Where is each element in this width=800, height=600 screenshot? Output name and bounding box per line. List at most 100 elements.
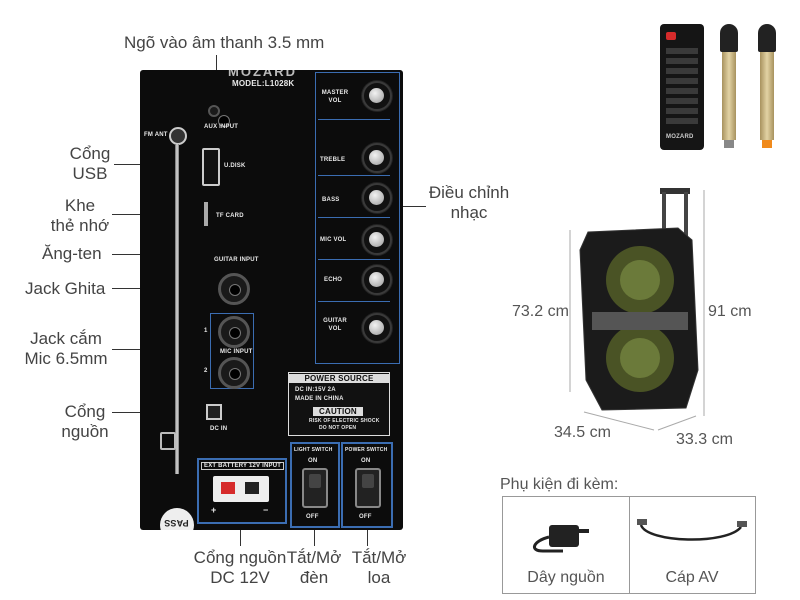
mic-gold-body	[722, 52, 736, 140]
fm-label: FM ANT	[144, 132, 168, 138]
callout-usb-line2: USB	[72, 164, 108, 183]
mic1-label: 1	[204, 328, 208, 334]
callout-power: Cổng nguồn	[60, 402, 110, 442]
mic-jack-1[interactable]	[218, 316, 250, 348]
mic-input-label: MIC INPUT	[220, 349, 253, 355]
callout-memory: Khe thẻ nhớ	[48, 196, 112, 236]
dc-spec: DC IN:15V 2A	[295, 387, 336, 393]
aux-label: AUX INPUT	[204, 124, 239, 130]
callout-music-line	[400, 206, 426, 207]
pass-label: PASS	[164, 518, 189, 528]
av-cable-icon	[637, 519, 747, 541]
callout-aux: Ngõ vào âm thanh 3.5 mm	[124, 33, 325, 52]
callout-power-line1: Cổng	[64, 402, 106, 421]
bass-knob[interactable]	[362, 183, 392, 213]
control-label-treble: TREBLE	[320, 157, 346, 163]
control-mic-vol: MIC VOL	[318, 219, 392, 260]
antenna-tip	[160, 432, 176, 450]
callout-speaker-line2: loa	[367, 568, 391, 587]
panel-brand: MOZARD	[228, 70, 298, 79]
control-bass: BASS	[318, 177, 392, 218]
ext-battery-box: EXT BATTERY 12V INPUT + −	[197, 458, 287, 524]
mic-vol-knob[interactable]	[362, 225, 392, 255]
power-source-box: POWER SOURCE DC IN:15V 2A MADE IN CHINA …	[288, 372, 390, 436]
remote-power-button	[666, 32, 676, 40]
wireless-mic-gold	[720, 24, 738, 148]
power-off-label: OFF	[359, 514, 372, 520]
remote-brand: MOZARD	[666, 134, 694, 140]
made-in: MADE IN CHINA	[295, 396, 344, 402]
dim-width: 34.5 cm	[554, 424, 611, 441]
fm-antenna-knob[interactable]	[169, 127, 187, 145]
mic-jack-2[interactable]	[218, 357, 250, 389]
callout-dc-line2: DC 12V	[210, 568, 270, 587]
accessory-divider	[629, 497, 630, 593]
callout-antenna: Ăng-ten	[42, 244, 102, 263]
callout-mic-line2: Mic 6.5mm	[24, 349, 108, 368]
tf-label: TF CARD	[216, 213, 244, 219]
echo-knob[interactable]	[362, 265, 392, 295]
control-label-echo: ECHO	[324, 277, 343, 283]
callout-light: Tắt/Mở đèn	[282, 548, 346, 588]
battery-terminal-black[interactable]	[245, 482, 259, 494]
guitar-jack[interactable]	[218, 273, 250, 305]
light-switch-box: LIGHT SWITCH ON OFF	[290, 442, 340, 528]
callout-power-line2: nguồn	[61, 422, 109, 441]
remote-control: MOZARD	[660, 24, 704, 150]
callout-mic: Jack cắm Mic 6.5mm	[20, 329, 112, 369]
power-source-title: POWER SOURCE	[289, 374, 389, 383]
mic-gold-head	[720, 24, 738, 52]
callout-mic-line1: Jack cắm	[30, 329, 102, 348]
callout-speaker: Tắt/Mở loa	[344, 548, 414, 588]
aux-jack[interactable]	[208, 105, 230, 127]
callout-music-line2: nhạc	[450, 203, 488, 222]
callout-usb: Cổng USB	[66, 144, 114, 184]
mic-orange-cap	[762, 140, 772, 148]
callout-light-line2: đèn	[299, 568, 329, 587]
antenna-rod[interactable]	[175, 144, 179, 474]
callout-dc: Cổng nguồn DC 12V	[178, 548, 302, 588]
callout-music: Điều chỉnh nhạc	[424, 183, 514, 223]
callout-speaker-line1: Tắt/Mở	[351, 548, 407, 567]
control-label-bass: BASS	[322, 197, 340, 203]
light-rocker-switch[interactable]	[302, 468, 328, 508]
battery-plus: +	[211, 505, 217, 515]
callout-light-line1: Tắt/Mở	[286, 548, 342, 567]
control-label-master-vol: MASTER VOL	[321, 90, 349, 104]
callout-dc-line1: Cổng nguồn	[193, 548, 287, 567]
callout-music-line1: Điều chỉnh	[428, 183, 510, 202]
usb-port[interactable]	[202, 148, 220, 186]
udisk-label: U.DISK	[224, 163, 246, 169]
callout-light-line	[314, 528, 315, 546]
mic-orange-head	[758, 24, 776, 52]
dc-in-label: DC IN	[210, 426, 228, 432]
treble-knob[interactable]	[362, 143, 392, 173]
dc-in-port[interactable]	[206, 404, 222, 420]
mic-gold-cap	[724, 140, 734, 148]
mic-orange-body	[760, 52, 774, 140]
ext-battery-label: EXT BATTERY 12V INPUT	[201, 462, 285, 470]
wireless-mic-orange	[758, 24, 776, 148]
callout-memory-line2: thẻ nhớ	[50, 216, 110, 235]
power-on-label: ON	[361, 458, 371, 464]
accessory-av-cable: Cáp AV	[665, 569, 719, 586]
tf-card-slot[interactable]	[204, 202, 208, 226]
caution-line2: DO NOT OPEN	[319, 425, 357, 431]
light-switch-label: LIGHT SWITCH	[294, 447, 333, 453]
panel-model: MODEL:L1028K	[232, 79, 295, 88]
caution-title: CAUTION	[313, 407, 363, 416]
battery-minus: −	[263, 505, 269, 515]
accessories-box: Dây nguồn Cáp AV	[502, 496, 756, 594]
callout-dc-line	[240, 520, 241, 546]
power-rocker-switch[interactable]	[355, 468, 381, 508]
accessories-title: Phụ kiện đi kèm:	[500, 476, 619, 493]
battery-terminal-red[interactable]	[221, 482, 235, 494]
guitar-input-label: GUITAR INPUT	[214, 257, 259, 263]
power-switch-label: POWER SWITCH	[345, 447, 388, 453]
callout-memory-line1: Khe	[64, 196, 96, 215]
control-echo: ECHO	[318, 261, 392, 302]
control-guitar-vol: GUITAR VOL	[318, 303, 392, 343]
master-vol-knob[interactable]	[362, 81, 392, 111]
guitar-vol-knob[interactable]	[362, 313, 392, 343]
control-label-guitar-vol: GUITAR VOL	[323, 318, 347, 332]
